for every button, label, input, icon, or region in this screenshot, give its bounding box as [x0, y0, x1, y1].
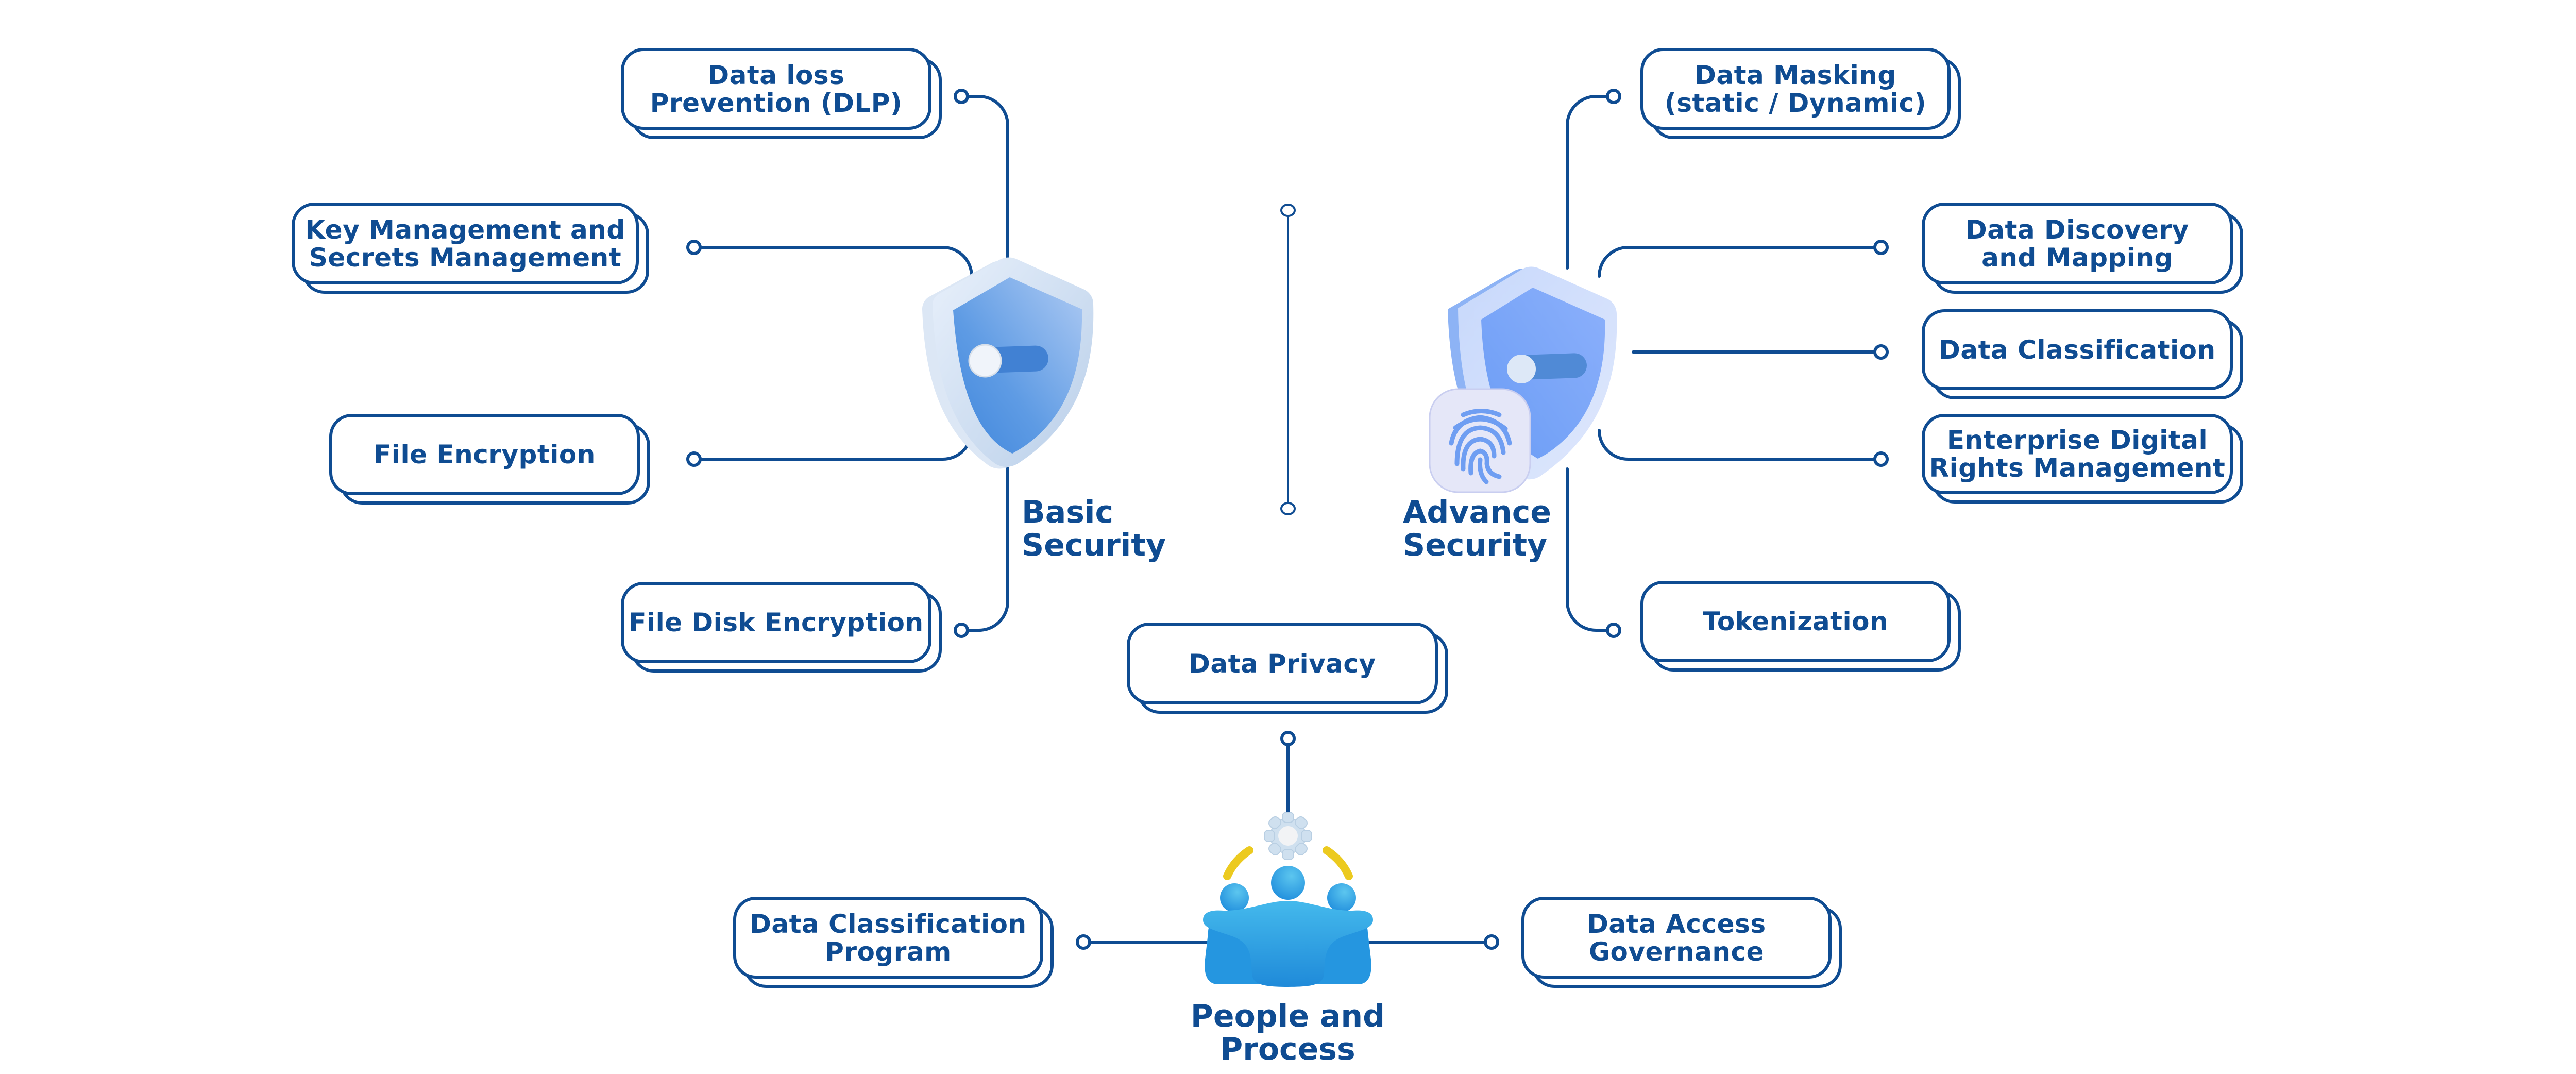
card-data-classification-program[interactable]: Data Classification Program [733, 897, 1054, 988]
card-label: Data Masking (static / Dynamic) [1664, 60, 1927, 118]
card-label: Tokenization [1702, 607, 1889, 636]
node-dot-dag [1484, 934, 1499, 950]
node-dot-dcp [1076, 934, 1091, 950]
node-dot-key-management [686, 240, 702, 255]
node-dot-dlp [954, 89, 969, 104]
gear-icon [1264, 812, 1312, 860]
card-label: Data Privacy [1189, 648, 1376, 679]
card-face: Tokenization [1640, 581, 1951, 662]
connector-key-management [699, 246, 973, 278]
card-label: Data Access Governance [1587, 909, 1766, 967]
card-file-disk-encryption[interactable]: File Disk Encryption [621, 582, 942, 673]
node-dot-data-masking [1606, 89, 1621, 104]
connector-edrm [1598, 429, 1876, 461]
card-label: Data Discovery and Mapping [1965, 214, 2189, 273]
shield-toggle-icon [922, 257, 1094, 469]
card-face: Data Privacy [1127, 623, 1438, 704]
card-face: Data loss Prevention (DLP) [621, 48, 931, 130]
basic-security-title: Basic Security [1022, 494, 1166, 563]
card-label: Data loss Prevention (DLP) [650, 60, 903, 118]
card-key-management[interactable]: Key Management and Secrets Management [292, 203, 649, 294]
person-head-center [1271, 866, 1305, 900]
card-face: Data Access Governance [1521, 897, 1832, 979]
node-dot-tokenization [1606, 623, 1621, 638]
connector-basic-trunk-lower [966, 465, 1009, 632]
card-edrm[interactable]: Enterprise Digital Rights Management [1922, 414, 2243, 504]
card-face: File Disk Encryption [621, 582, 931, 663]
people-and-process-title: People and Process [1190, 998, 1385, 1067]
card-label: Data Classification [1939, 334, 2216, 365]
fingerprint-badge [1429, 388, 1531, 493]
motion-arc-right [1323, 846, 1353, 880]
card-face: Data Classification [1922, 309, 2233, 390]
advance-security-title: Advance Security [1403, 494, 1551, 563]
motion-arc-left [1223, 846, 1253, 880]
card-dlp[interactable]: Data loss Prevention (DLP) [621, 48, 942, 139]
center-divider-bottom-dot [1280, 502, 1296, 515]
connector-dlp [966, 95, 1009, 259]
node-dot-data-privacy [1280, 731, 1296, 746]
card-data-privacy[interactable]: Data Privacy [1127, 623, 1448, 714]
shield-fingerprint-icon [1429, 266, 1617, 493]
card-tokenization[interactable]: Tokenization [1640, 581, 1961, 672]
person-head-left [1220, 883, 1249, 912]
card-data-classification[interactable]: Data Classification [1922, 309, 2243, 399]
person-head-right [1327, 883, 1356, 912]
card-data-access-governance[interactable]: Data Access Governance [1521, 897, 1842, 988]
card-face: Data Masking (static / Dynamic) [1640, 48, 1951, 130]
card-label: File Encryption [374, 440, 596, 469]
center-divider-top-dot [1280, 204, 1296, 217]
card-label: Data Classification Program [750, 909, 1027, 967]
connector-data-masking [1566, 95, 1609, 270]
card-label: Key Management and Secrets Management [305, 214, 625, 273]
card-face: Data Classification Program [733, 897, 1043, 979]
card-face: Data Discovery and Mapping [1922, 203, 2233, 284]
card-face: File Encryption [329, 414, 640, 495]
card-face: Key Management and Secrets Management [292, 203, 639, 284]
node-dot-data-discovery [1873, 240, 1889, 255]
toggle-knob [1507, 355, 1536, 383]
node-dot-edrm [1873, 451, 1889, 467]
connector-advance-trunk-lower [1566, 467, 1609, 632]
node-dot-file-disk-encryption [954, 623, 969, 638]
card-face: Enterprise Digital Rights Management [1922, 414, 2233, 494]
card-file-encryption[interactable]: File Encryption [329, 414, 650, 505]
node-dot-file-encryption [686, 451, 702, 467]
person-body-center [1203, 901, 1373, 987]
card-data-masking[interactable]: Data Masking (static / Dynamic) [1640, 48, 1961, 139]
toggle-knob [968, 344, 1002, 378]
card-data-discovery[interactable]: Data Discovery and Mapping [1922, 203, 2243, 294]
fingerprint-icon [1449, 409, 1512, 484]
node-dot-data-classification [1873, 344, 1889, 360]
card-label: File Disk Encryption [629, 608, 924, 637]
card-label: Enterprise Digital Rights Management [1929, 425, 2226, 483]
connector-data-discovery [1598, 246, 1876, 278]
team-gear-icon [1203, 812, 1373, 987]
